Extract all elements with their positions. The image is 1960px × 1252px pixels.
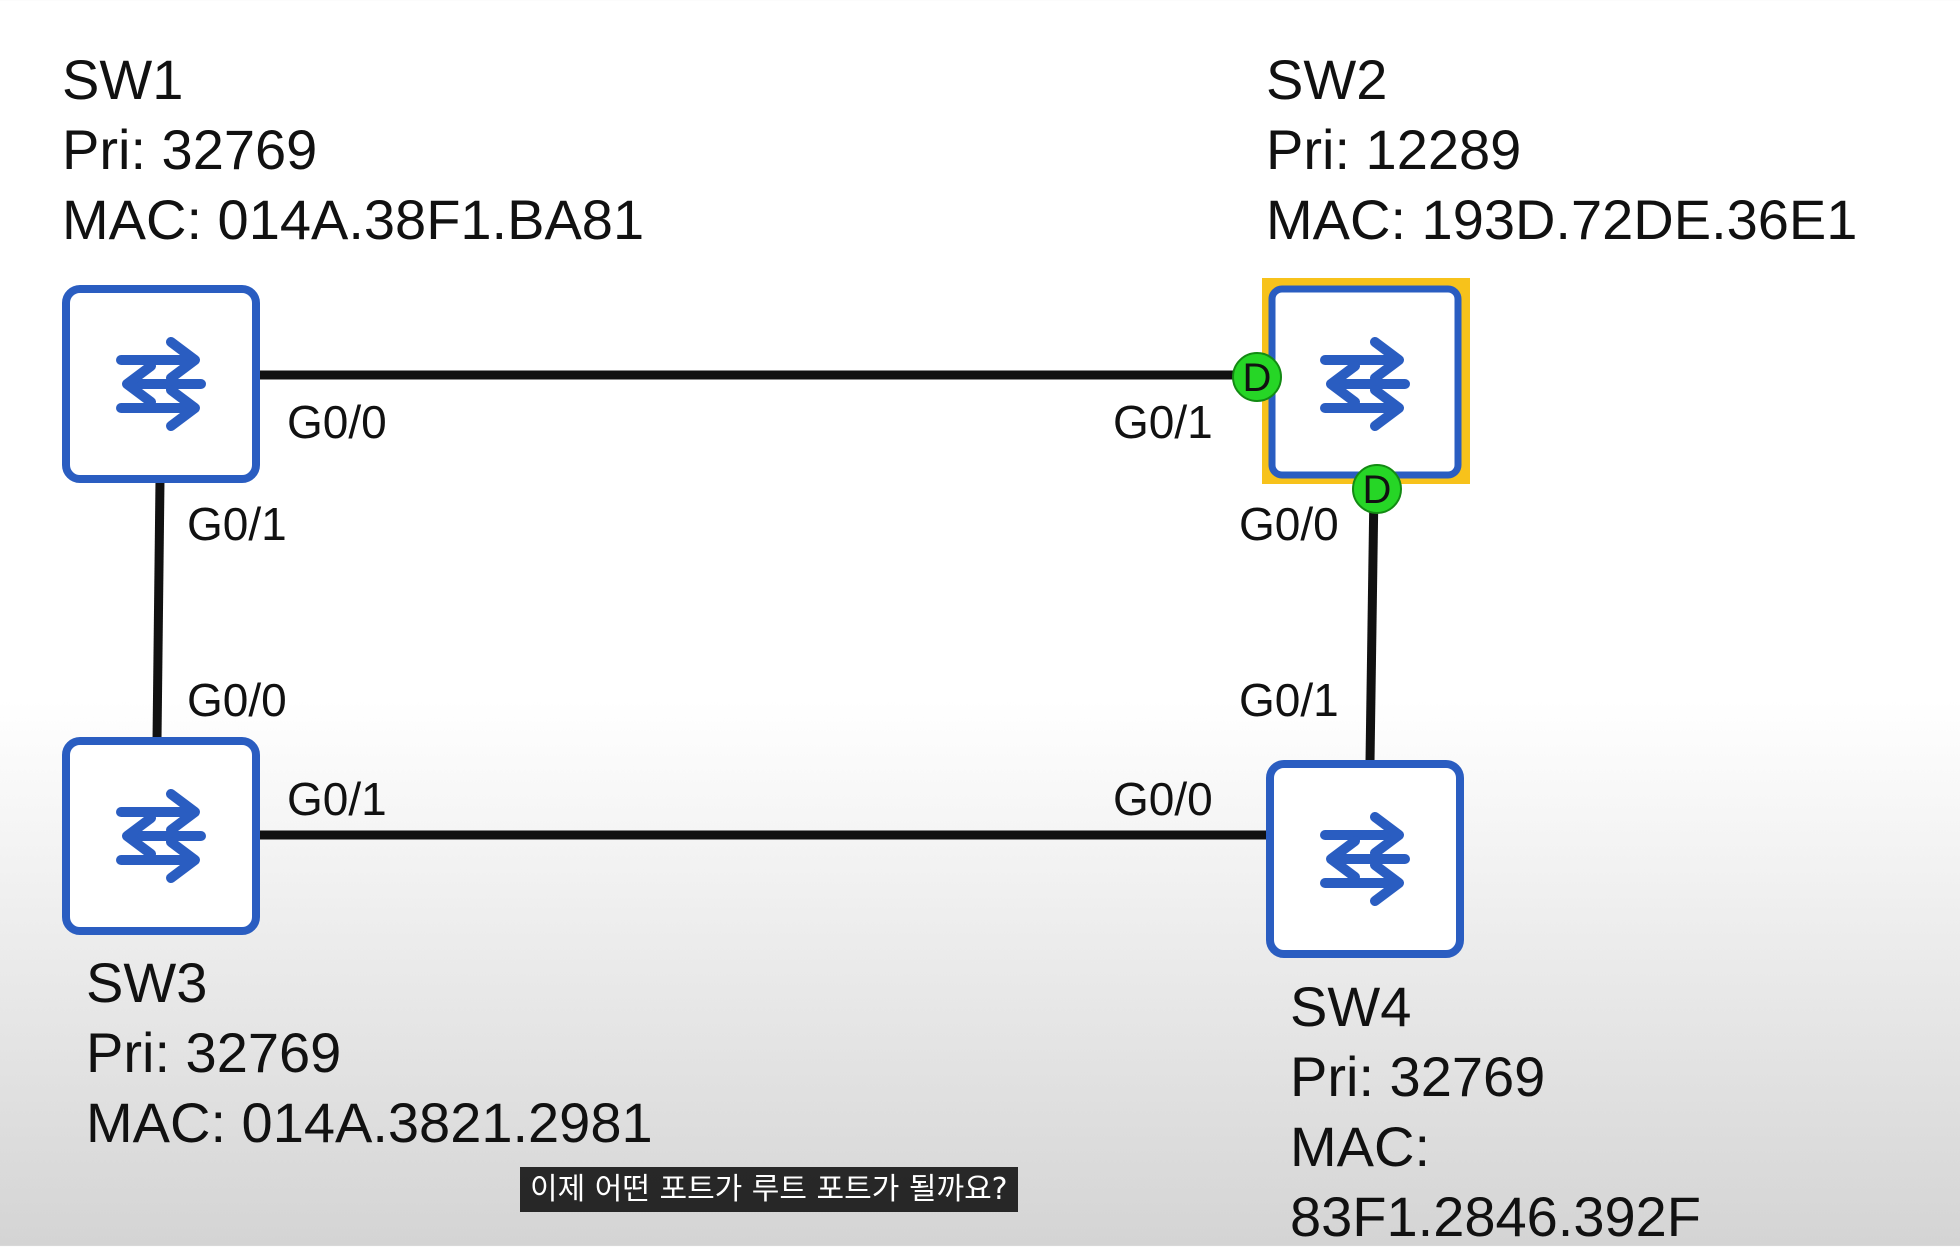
sw2-mac: MAC: 193D.72DE.36E1 <box>1266 188 1858 251</box>
sw1-name: SW1 <box>62 48 184 111</box>
sw2-g00-designated-port-marker: D <box>1352 464 1402 514</box>
sw2-port-g00-label: G0/0 <box>1239 498 1339 550</box>
link-sw2-sw4 <box>1365 487 1379 763</box>
link-sw1-sw3 <box>152 479 165 741</box>
sw1-switch-icon[interactable] <box>62 285 260 483</box>
sw1-info: SW1 Pri: 32769 MAC: 014A.38F1.BA81 <box>62 45 644 255</box>
sw3-name: SW3 <box>86 951 208 1014</box>
sw2-switch-icon[interactable] <box>1262 278 1470 484</box>
sw1-port-g01-label: G0/1 <box>187 498 287 550</box>
sw3-info: SW3 Pri: 32769 MAC: 014A.3821.2981 <box>86 948 653 1158</box>
sw4-priority: Pri: 32769 <box>1290 1045 1546 1108</box>
sw2-g01-role-letter: D <box>1243 356 1272 400</box>
sw4-port-g00-label: G0/0 <box>1113 773 1213 825</box>
sw1-port-g00-label: G0/0 <box>287 396 387 448</box>
sw4-info: SW4 Pri: 32769 MAC: 83F1.2846.392F <box>1290 972 1701 1252</box>
sw1-priority: Pri: 32769 <box>62 118 318 181</box>
sw2-g00-role-letter: D <box>1363 468 1392 512</box>
sw2-info: SW2 Pri: 12289 MAC: 193D.72DE.36E1 <box>1266 45 1857 255</box>
sw4-mac-value: 83F1.2846.392F <box>1290 1185 1701 1248</box>
video-subtitle: 이제 어떤 포트가 루트 포트가 될까요? <box>520 1167 1018 1212</box>
sw4-switch-icon[interactable] <box>1266 760 1464 958</box>
sw3-mac: MAC: 014A.3821.2981 <box>86 1091 653 1154</box>
sw3-priority: Pri: 32769 <box>86 1021 342 1084</box>
sw2-priority: Pri: 12289 <box>1266 118 1522 181</box>
sw3-port-g01-label: G0/1 <box>287 773 387 825</box>
sw2-g01-designated-port-marker: D <box>1232 352 1282 402</box>
sw1-mac: MAC: 014A.38F1.BA81 <box>62 188 645 251</box>
sw3-port-g00-label: G0/0 <box>187 674 287 726</box>
sw3-switch-icon[interactable] <box>62 737 260 935</box>
sw4-name: SW4 <box>1290 975 1412 1038</box>
sw4-mac-label: MAC: <box>1290 1115 1430 1178</box>
sw4-port-g01-label: G0/1 <box>1239 674 1339 726</box>
sw2-name: SW2 <box>1266 48 1388 111</box>
sw2-port-g01-label: G0/1 <box>1113 396 1213 448</box>
